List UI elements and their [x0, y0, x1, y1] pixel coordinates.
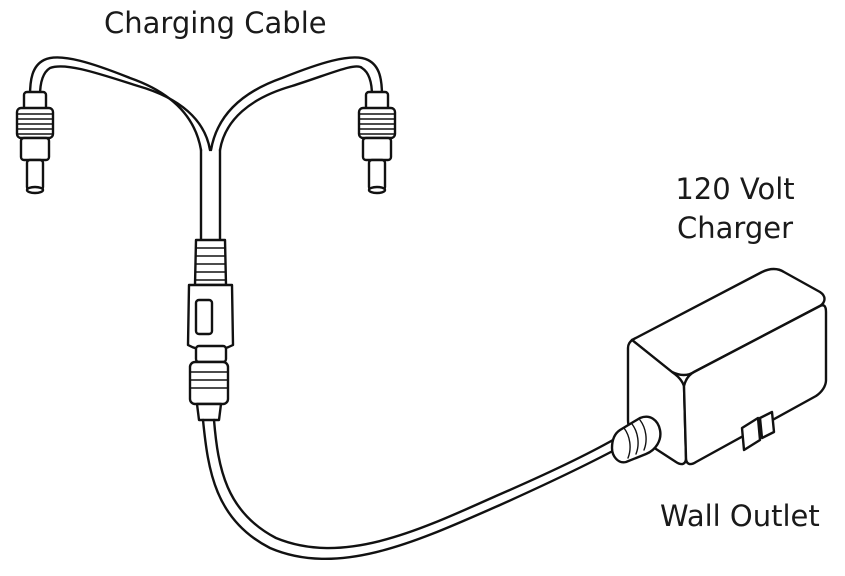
left-plug-connector [15, 90, 55, 195]
charger-label-line2: Charger [677, 211, 793, 245]
charging-cable-label: Charging Cable [104, 6, 327, 40]
right-plug-connector [357, 90, 397, 195]
charger-cable [201, 418, 626, 561]
charger-brick [610, 267, 828, 466]
wall-outlet-label: Wall Outlet [660, 499, 820, 533]
charger-label-line1: 120 Volt [675, 172, 795, 206]
inline-connector [186, 238, 235, 422]
cable-y-split [28, 56, 384, 242]
